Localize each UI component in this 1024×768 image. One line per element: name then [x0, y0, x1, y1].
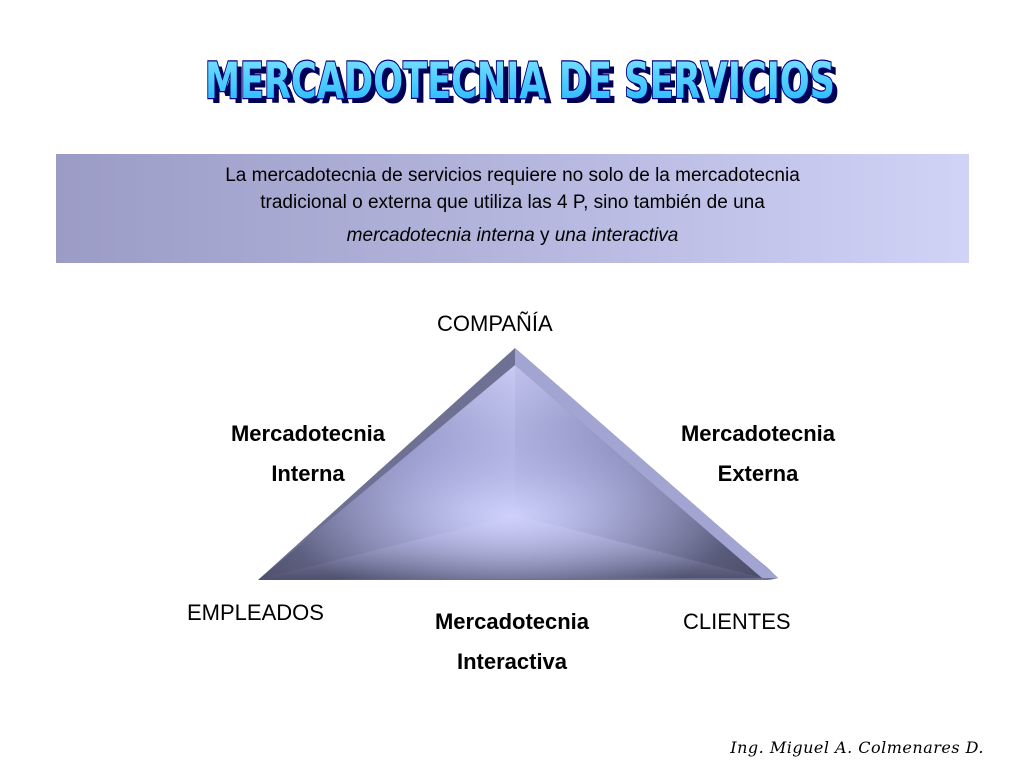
intro-connector: y — [534, 225, 555, 246]
side-label-interactive-line2: Interactiva — [456, 649, 568, 674]
vertex-label-company: COMPAÑÍA — [437, 311, 553, 336]
side-label-internal: Mercadotecnia Interna — [200, 414, 416, 494]
intro-emphasis-internal: mercadotecnia interna — [346, 225, 535, 246]
side-label-interactive-line1: Mercadotecnia — [434, 609, 590, 634]
side-label-interactive: Mercadotecnia Interactiva — [404, 602, 620, 682]
pyramid-highlight — [258, 365, 762, 580]
pyramid-graphic — [258, 348, 778, 580]
pyramid-diagram — [250, 340, 790, 590]
vertex-label-employees: EMPLEADOS — [187, 600, 324, 625]
slide-title-text: MERCADOTECNIA DE SERVICIOS — [205, 52, 835, 110]
side-label-external-line1: Mercadotecnia — [680, 421, 836, 446]
slide-title-wordart: MERCADOTECNIA DE SERVICIOS MERCADOTECNIA… — [204, 51, 840, 115]
intro-line-2: tradicional o externa que utiliza las 4 … — [260, 192, 765, 213]
author-signature: Ing. Miguel A. Colmenares D. — [730, 738, 984, 757]
slide-title-shadow: MERCADOTECNIA DE SERVICIOS — [210, 57, 840, 115]
side-label-internal-line1: Mercadotecnia — [230, 421, 386, 446]
side-label-external-line2: Externa — [717, 461, 799, 486]
side-label-external: Mercadotecnia Externa — [650, 414, 866, 494]
intro-box: La mercadotecnia de servicios requiere n… — [56, 154, 969, 263]
pyramid-edge-band — [515, 348, 778, 578]
intro-line-3: mercadotecnia interna y una interactiva — [56, 222, 969, 249]
side-label-internal-line2: Interna — [271, 461, 345, 486]
vertex-label-clients: CLIENTES — [683, 609, 791, 634]
intro-emphasis-interactive: una interactiva — [554, 225, 679, 246]
intro-line-1: La mercadotecnia de servicios requiere n… — [225, 165, 800, 186]
slide-title: MERCADOTECNIA DE SERVICIOS MERCADOTECNIA… — [190, 36, 850, 116]
